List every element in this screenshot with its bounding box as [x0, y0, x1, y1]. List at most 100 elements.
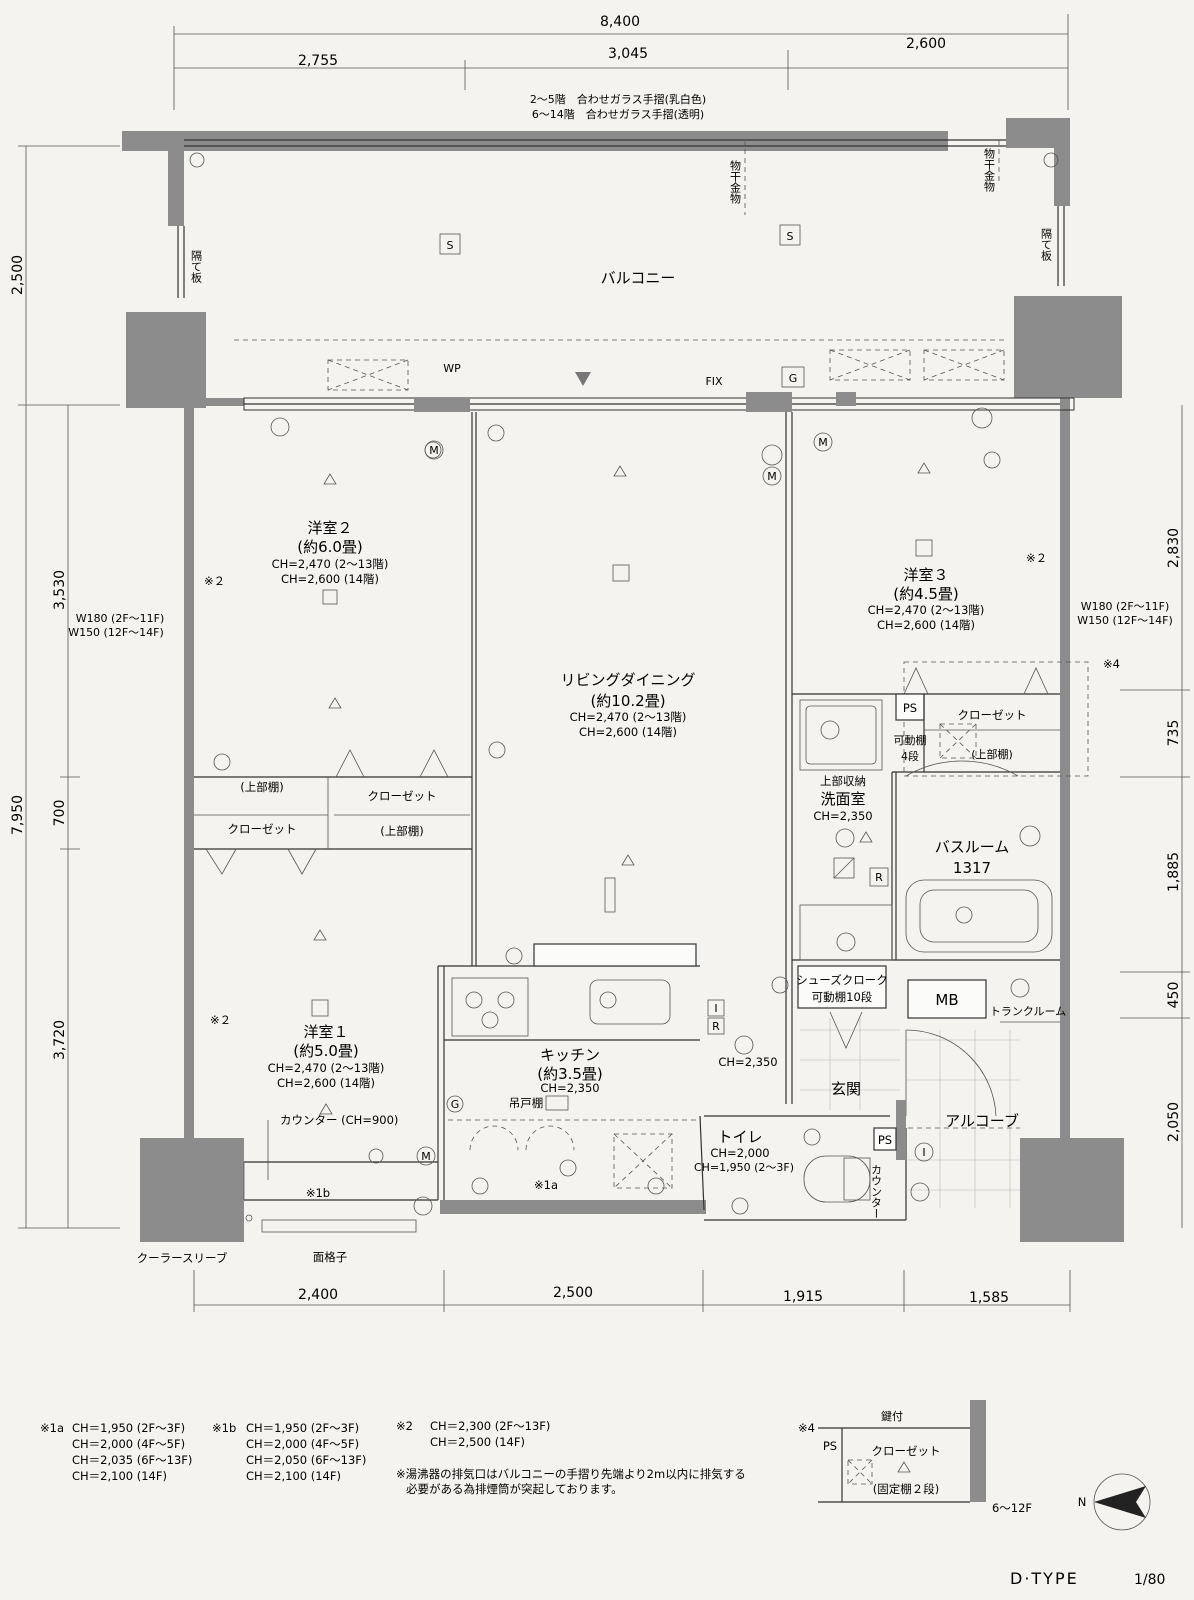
shoe-cloak-name: シューズクローク — [796, 973, 887, 987]
western2-name: 洋室２ — [307, 519, 352, 537]
bathroom-size: 1317 — [953, 859, 991, 877]
hanging-shelf-label: 吊戸棚 — [509, 1096, 544, 1110]
bathtub-icon — [905, 879, 1053, 953]
dim-bottom-seg-3: 1,915 — [783, 1289, 823, 1305]
railing-note-2: 6〜14階 合わせガラス手摺(透明) — [532, 107, 704, 121]
inset-fixed-shelf: (固定棚２段) — [873, 1482, 939, 1496]
svg-text:M: M — [429, 444, 439, 457]
outlet-icon — [761, 444, 783, 466]
drain-icon — [779, 224, 801, 246]
m-outlet-icon — [762, 466, 782, 486]
outlet-icon — [559, 1159, 577, 1177]
note-1b-line-1: CH＝1,950 (2F〜3F) — [246, 1421, 359, 1435]
note-1a-mark: ※1a — [40, 1421, 64, 1435]
note-1b-line-3: CH＝2,050 (6F〜13F) — [246, 1453, 366, 1467]
svg-text:R: R — [712, 1020, 720, 1033]
compass-n: N — [1078, 1495, 1087, 1509]
bathroom-name: バスルーム — [935, 838, 1010, 856]
dim-right-seg-5: 2,050 — [1166, 1102, 1182, 1142]
note-1b-line-2: CH＝2,000 (4F〜5F) — [246, 1437, 359, 1451]
outlet-icon — [647, 1177, 665, 1195]
living-ch2: CH=2,600 (14階) — [579, 725, 677, 739]
light-icon — [621, 854, 635, 866]
wall-w-left-2: W150 (12F〜14F) — [68, 626, 164, 639]
counter-vertical: カウンター — [870, 1164, 883, 1219]
note-1b-mark: ※1b — [212, 1421, 236, 1435]
note-2-mark: ※2 — [396, 1419, 413, 1433]
closet-w1: クローゼット — [228, 822, 297, 836]
western2-ch1: CH=2,470 (2〜13階) — [272, 557, 389, 571]
upper-storage-label: 上部収納 — [820, 774, 866, 788]
outlet-icon — [771, 976, 789, 994]
western3-note: ※２ — [1026, 551, 1047, 565]
stove-icon — [451, 977, 529, 1037]
light-icon — [328, 697, 342, 709]
dim-top-seg-2: 3,045 — [608, 46, 648, 62]
floor-tiles — [800, 1018, 1020, 1208]
mb-label: MB — [935, 991, 958, 1009]
right-dimensions: 2,830 735 1,885 450 2,050 — [1120, 405, 1190, 1228]
ceiling-light-icon — [612, 564, 630, 582]
note-1b-line-4: CH＝2,100 (14F) — [246, 1469, 341, 1483]
face-lattice-rect — [261, 1219, 417, 1233]
note-2-line-1: CH＝2,300 (2F〜13F) — [430, 1419, 550, 1433]
interior-walls — [194, 412, 1060, 1221]
balcony-partition-right: 隔て板 — [1040, 228, 1053, 262]
kitchen: キッチン (約3.5畳) CH=2,350 吊戸棚 G ※1a — [444, 943, 700, 1195]
note-1b: ※1b — [306, 1186, 330, 1200]
svg-text:G: G — [451, 1098, 460, 1111]
light-icon — [313, 929, 327, 941]
railing-note-1: 2〜5階 合わせガラス手摺(乳白色) — [530, 92, 706, 106]
inset-lock: 鍵付 — [881, 1409, 903, 1423]
triangle-marker-icon — [575, 372, 591, 386]
plan-type: D·TYPE — [1010, 1569, 1079, 1588]
light-icon — [613, 465, 627, 477]
closet-w2: クローゼット — [368, 789, 437, 803]
living-size: (約10.2畳) — [590, 692, 665, 710]
western1-name: 洋室１ — [303, 1023, 348, 1041]
svg-text:R: R — [875, 871, 883, 884]
note-1a-line-3: CH＝2,035 (6F〜13F) — [72, 1453, 192, 1467]
ps-label-2: PS — [878, 1133, 892, 1147]
thermostat-icon — [604, 877, 616, 913]
ps-label: PS — [903, 701, 917, 715]
drying-hardware-2: 物干金物 — [983, 147, 996, 192]
vent-icon — [189, 152, 205, 168]
western1-size: (約5.0畳) — [293, 1042, 359, 1060]
dim-bottom-seg-4: 1,585 — [969, 1290, 1009, 1306]
note-2-line-2: CH＝2,500 (14F) — [430, 1435, 525, 1449]
note-1a-line-2: CH＝2,000 (4F〜5F) — [72, 1437, 185, 1451]
toilet: トイレ CH=2,000 CH=1,950 (2〜3F) — [694, 1128, 871, 1215]
kitchen-note: ※1a — [534, 1178, 558, 1192]
svg-text:M: M — [818, 436, 828, 449]
shoe-cloak-shelves: 可動棚10段 — [812, 990, 873, 1004]
dim-top-seg-3: 2,600 — [906, 36, 946, 52]
toilet-ch1: CH=2,000 — [710, 1146, 769, 1160]
dim-right-seg-2: 735 — [1166, 720, 1182, 747]
plan-scale: 1/80 — [1134, 1572, 1165, 1588]
closet-w2-w1: (上部棚) クローゼット クローゼット (上部棚) — [194, 749, 470, 875]
washroom-ch: CH=2,350 — [813, 809, 872, 823]
svg-text:M: M — [767, 470, 777, 483]
oa-vent-icon — [270, 417, 290, 437]
note-4: ※4 — [1103, 657, 1120, 671]
outlet-icon — [487, 424, 505, 442]
western3-ch1: CH=2,470 (2〜13階) — [868, 603, 985, 617]
dim-left-total: 7,950 — [10, 795, 26, 835]
inset-ps: PS — [823, 1439, 837, 1453]
top-dimensions: 8,400 2,755 3,045 2,600 — [173, 14, 1069, 110]
western1-note: ※２ — [210, 1013, 231, 1027]
ceiling-light-icon — [311, 999, 329, 1017]
counter-label: カウンター (CH=900) — [280, 1113, 398, 1127]
svg-text:G: G — [789, 372, 798, 385]
bathroom: バスルーム 1317 — [905, 760, 1053, 953]
living-dining: リビングダイニング (約10.2畳) CH=2,470 (2〜13階) CH=2… — [424, 424, 833, 1069]
dim-top-seg-1: 2,755 — [298, 53, 338, 69]
living-name: リビングダイニング — [560, 671, 695, 689]
dim-bottom-seg-2: 2,500 — [553, 1285, 593, 1301]
svg-text:I: I — [714, 1002, 717, 1015]
western2-ch2: CH=2,600 (14階) — [281, 572, 379, 586]
note-1a-line-1: CH＝1,950 (2F〜3F) — [72, 1421, 185, 1435]
ceiling-light-icon — [322, 589, 338, 605]
dim-left-seg-2: 700 — [52, 800, 68, 827]
